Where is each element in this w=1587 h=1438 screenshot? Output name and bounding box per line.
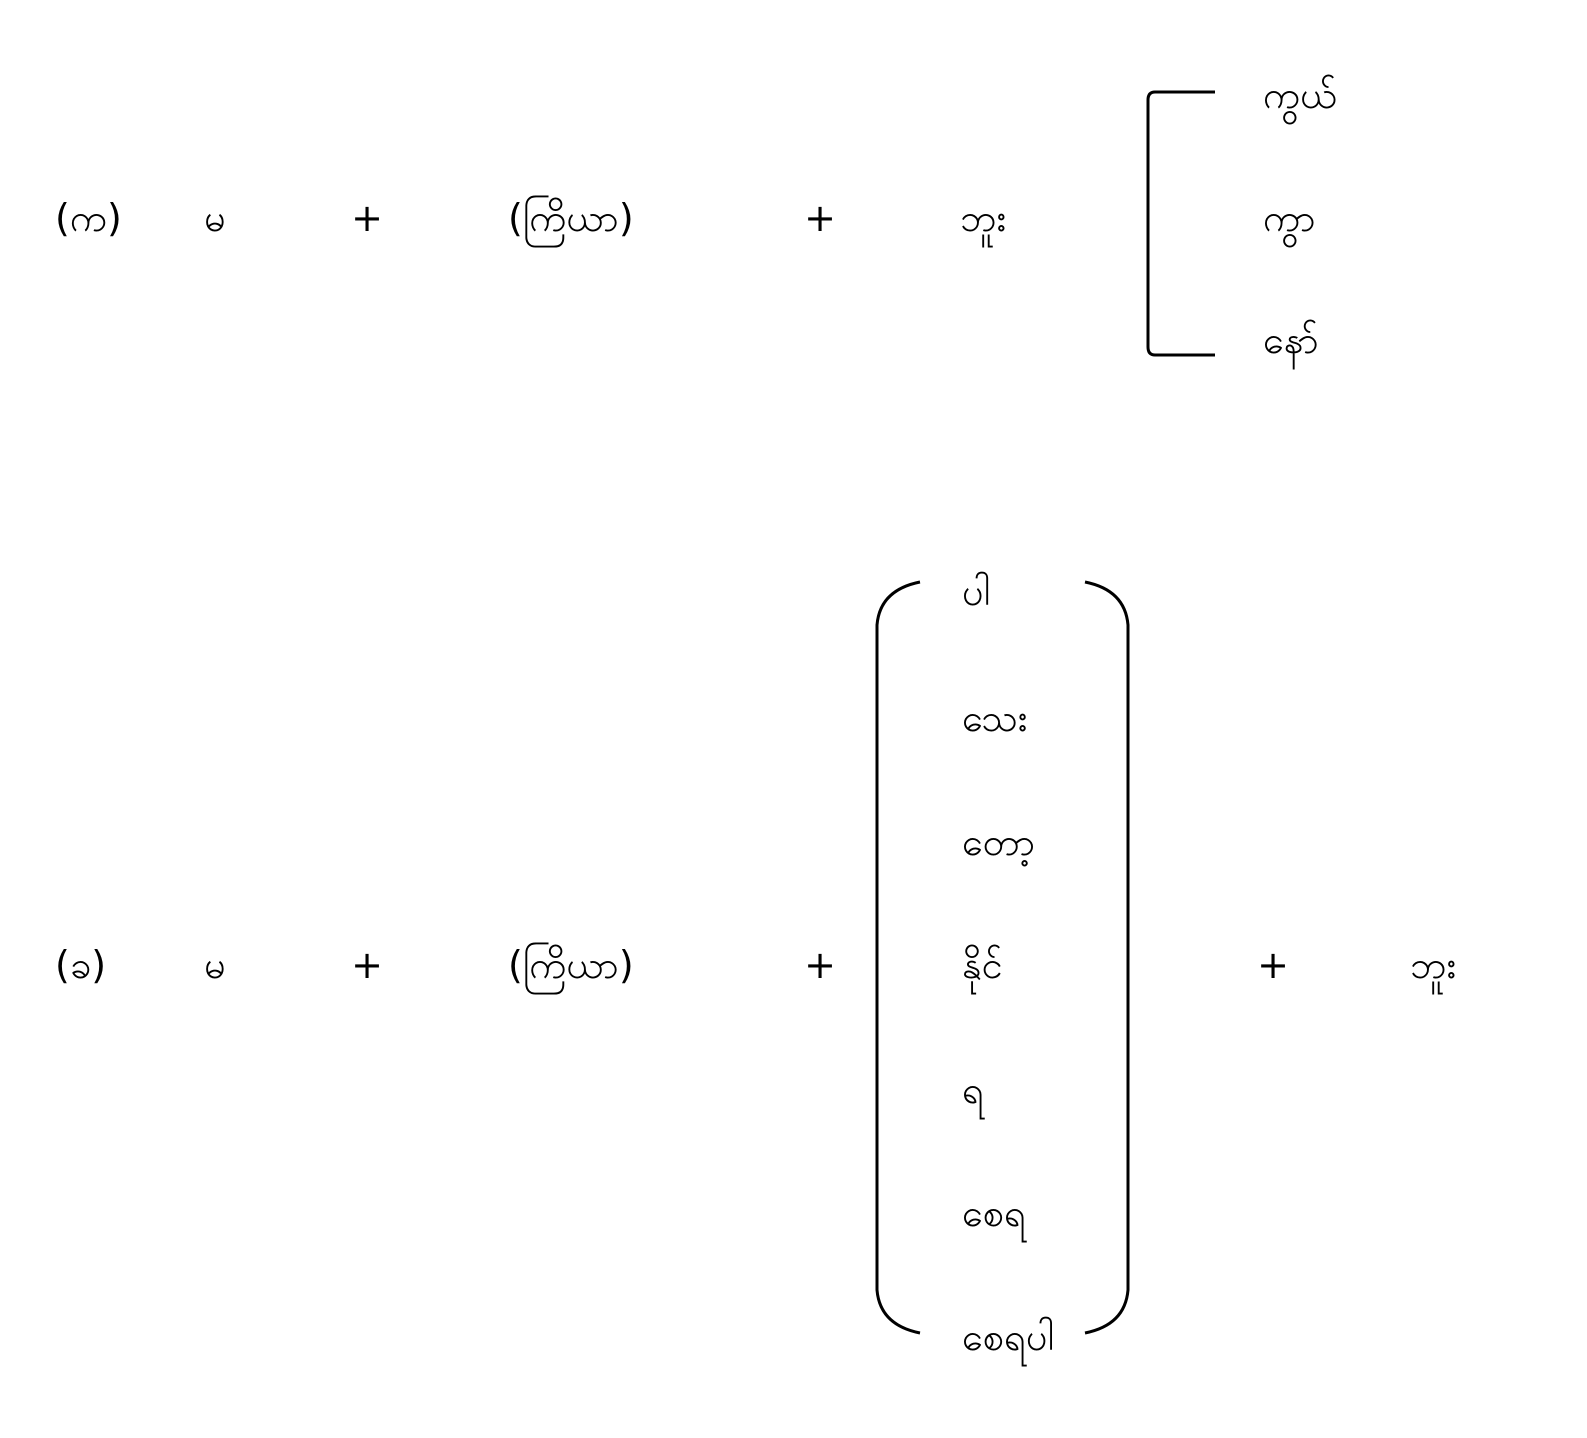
row-b-option-6: စေရ: [962, 1191, 1026, 1235]
row-b-option-4: နိုင်: [962, 943, 1003, 987]
row-a-plus-2: +: [804, 196, 836, 240]
row-b-option-2: သေး: [962, 696, 1028, 740]
row-a-option-1: ကွယ်: [1263, 73, 1338, 117]
row-a-label: (က): [55, 196, 122, 240]
row-a-verb: (ကြိယာ): [508, 196, 634, 240]
row-a-option-3: နော်: [1263, 318, 1319, 362]
row-b-suffix: ဘူး: [1410, 943, 1457, 987]
row-b-verb: (ကြိယာ): [508, 943, 634, 987]
row-b-right-paren: [1084, 580, 1130, 1335]
row-a-options-bracket: [1146, 90, 1215, 357]
row-a-option-2: ကွာ: [1263, 196, 1316, 240]
row-b-option-7: စေရပါ: [962, 1315, 1055, 1359]
row-b-option-5: ရ: [962, 1068, 984, 1112]
row-a-negation: မ: [204, 196, 226, 240]
row-b-label: (ခ): [55, 943, 107, 987]
row-b-option-1: ပါ: [962, 570, 991, 614]
row-a-plus-1: +: [351, 196, 383, 240]
row-b-plus-1: +: [351, 943, 383, 987]
row-a-suffix: ဘူး: [960, 196, 1007, 240]
row-b-option-3: တော့: [962, 820, 1036, 864]
row-b-negation: မ: [204, 943, 226, 987]
row-b-left-paren: [875, 580, 921, 1335]
row-b-plus-3: +: [1257, 943, 1289, 987]
row-b-plus-2: +: [804, 943, 836, 987]
